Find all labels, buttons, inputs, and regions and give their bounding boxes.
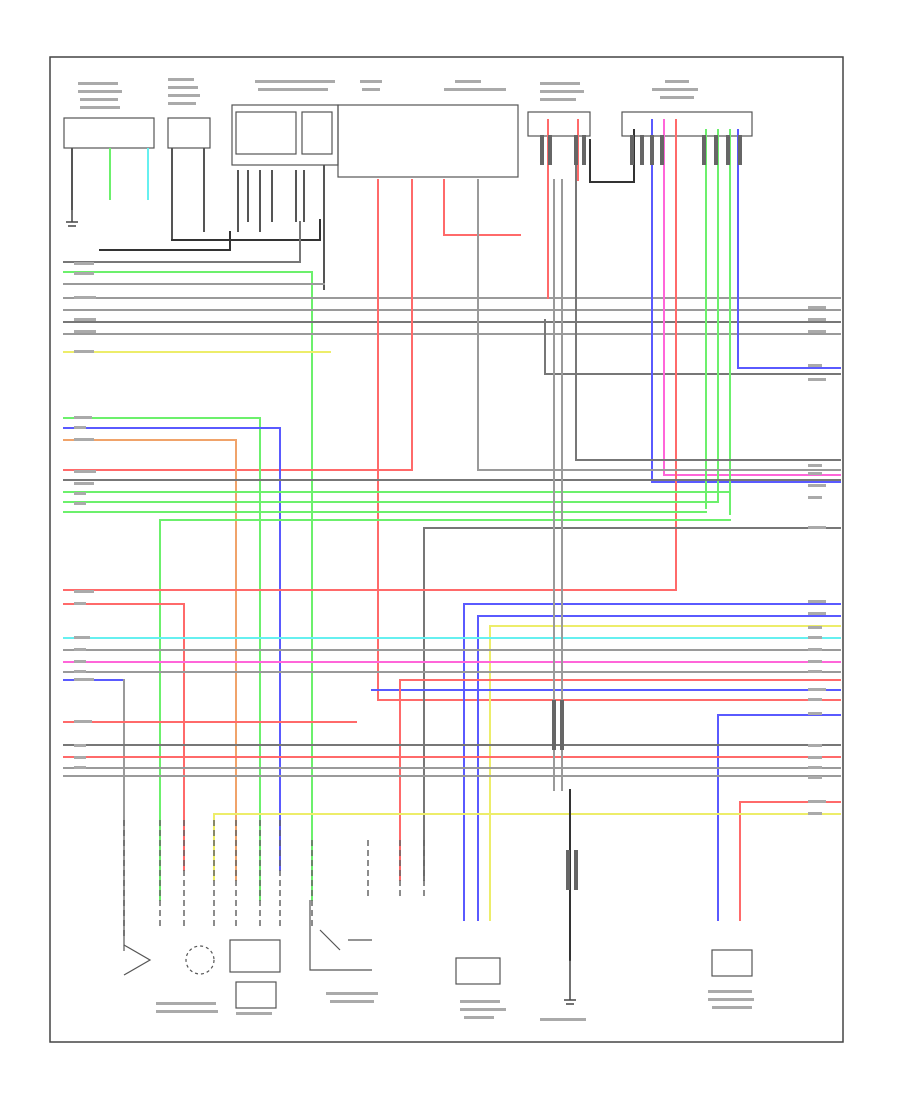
wire (575, 139, 841, 461)
wire (63, 439, 237, 881)
component-body (235, 981, 277, 1009)
switch-symbol (309, 900, 372, 971)
wire (63, 417, 261, 901)
top-connector-stubs (71, 148, 325, 290)
wire (63, 221, 301, 263)
wire (443, 179, 521, 236)
wire (99, 231, 231, 251)
top-components (63, 78, 753, 178)
wire (737, 129, 841, 369)
wire (663, 119, 841, 476)
component-body (711, 949, 753, 977)
ground-icon (564, 960, 576, 1005)
diagram-frame (49, 56, 844, 1043)
component-body (337, 104, 519, 178)
component-body (455, 957, 501, 985)
component-body (301, 111, 333, 155)
component-body (167, 117, 211, 149)
component-body (231, 104, 339, 166)
wire-harness (63, 119, 841, 961)
component-body (185, 945, 215, 975)
wire (213, 813, 841, 881)
ground-icon (66, 210, 78, 227)
component-body (527, 111, 591, 137)
wire (171, 219, 321, 241)
wire (489, 625, 841, 921)
wire (477, 179, 841, 471)
wire (63, 271, 313, 901)
bottom-components (123, 820, 754, 1021)
component-body (63, 117, 155, 149)
component-body (235, 111, 297, 155)
wire (544, 319, 841, 375)
component-body (123, 944, 152, 976)
component-body (229, 939, 281, 973)
wire (739, 801, 841, 921)
wire (651, 119, 841, 483)
wire (589, 129, 635, 183)
wire (63, 179, 413, 471)
wire (399, 679, 841, 881)
component-body (621, 111, 753, 137)
wire (63, 603, 185, 871)
wire (377, 179, 841, 701)
left-wire-labels (74, 262, 96, 769)
right-wire-labels (808, 306, 826, 815)
connector-terminals (540, 135, 742, 890)
